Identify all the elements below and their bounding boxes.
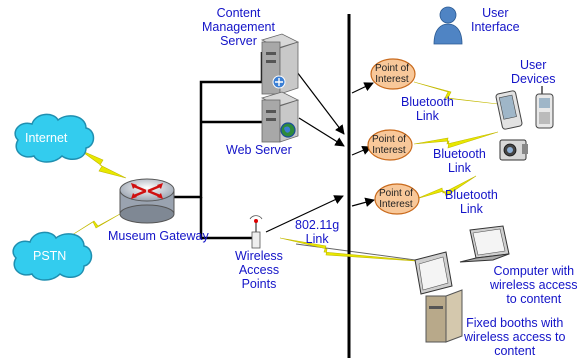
bluetooth-label-1: Bluetooth Link [401, 95, 454, 123]
bluetooth-label-3-line-2: Link [459, 202, 483, 216]
content-server-label: Content Management Server [202, 6, 275, 48]
poi-label-3-line-2: Interest [379, 199, 413, 210]
wifi-link-label-line-2: Link [305, 232, 329, 246]
computer-label-line-1: Computer with [493, 264, 575, 278]
poi-ellipse-1 [370, 58, 416, 90]
poi-arrow-1 [351, 82, 374, 94]
museum-gateway-icon [119, 178, 175, 224]
lightning-bt-2 [413, 131, 499, 149]
bluetooth-label-3: Bluetooth Link [445, 188, 498, 216]
lightning-bt-3 [415, 175, 477, 200]
laptop-icon [459, 225, 510, 263]
poi-ellipse-2 [367, 129, 413, 161]
internet-label: Internet [25, 131, 68, 145]
booth-label-line-1: Fixed booths with [466, 316, 564, 330]
bluetooth-label-2: Bluetooth Link [433, 147, 486, 175]
computer-label-line-3: to content [506, 292, 562, 306]
user-interface-label-line-2: Interface [471, 20, 520, 34]
fixed-booth-icon [414, 251, 463, 343]
poi-label-2-line-2: Interest [372, 145, 406, 156]
bluetooth-label-2-line-1: Bluetooth [433, 147, 486, 161]
poi-label-1-line-1: Point of [375, 63, 409, 74]
poi-arrow-3 [351, 197, 375, 207]
user-interface-icon [433, 6, 463, 45]
bluetooth-label-1-line-2: Link [415, 109, 439, 123]
content-server-icon [260, 33, 300, 95]
content-server-label-line-1: Content [216, 6, 261, 20]
web-server-label: Web Server [226, 143, 292, 157]
museum-gateway-label: Museum Gateway [108, 229, 209, 243]
pda-icon [495, 90, 523, 130]
server-arrow [296, 71, 345, 135]
computer-label: Computer with wireless access to content [490, 264, 578, 306]
user-devices-label: User Devices [511, 58, 555, 86]
booth-label: Fixed booths with wireless access to con… [464, 316, 565, 358]
lightning-internet [79, 149, 127, 179]
internet-cloud [14, 113, 95, 163]
poi-ellipse-3 [374, 183, 420, 215]
bluetooth-label-2-line-2: Link [447, 161, 471, 175]
wireless-ap-label: Wireless Access Points [235, 249, 283, 291]
bluetooth-label-1-line-1: Bluetooth [401, 95, 454, 109]
bluetooth-label-3-line-1: Bluetooth [445, 188, 498, 202]
web-server-icon [260, 91, 300, 143]
user-interface-label: User Interface [471, 6, 520, 34]
wifi-link-label: 802.11g Link [295, 218, 339, 246]
camcorder-icon [499, 139, 528, 161]
poi-arrow-2 [351, 145, 372, 156]
pstn-cloud [12, 231, 93, 281]
user-devices-label-line-1: User [520, 58, 547, 72]
poi-label-2: Point of Interest [372, 134, 406, 156]
wireless-ap-label-line-2: Access [238, 263, 280, 277]
wireless-ap-label-line-3: Points [241, 277, 277, 291]
webserver-arrow [298, 117, 345, 147]
booth-label-line-3: content [494, 344, 536, 358]
pstn-label: PSTN [33, 249, 67, 263]
gateway-to-server-link [172, 52, 264, 199]
content-server-label-line-2: Management [202, 20, 275, 34]
gateway-to-ap-link [199, 197, 254, 240]
content-server-label-line-3: Server [220, 34, 257, 48]
mobile-phone-icon [535, 86, 554, 129]
user-interface-label-line-1: User [482, 6, 509, 20]
ap-arrow [265, 195, 344, 233]
poi-label-2-line-1: Point of [372, 134, 406, 145]
poi-label-3-line-1: Point of [379, 188, 413, 199]
wireless-ap-label-line-1: Wireless [235, 249, 283, 263]
poi-label-1-line-2: Interest [375, 74, 409, 85]
poi-label-1: Point of Interest [375, 63, 409, 85]
user-devices-label-line-2: Devices [511, 72, 556, 86]
wifi-link-label-line-1: 802.11g [295, 218, 340, 232]
wireless-ap-icon [249, 215, 263, 249]
booth-label-line-2: wireless access to [464, 330, 566, 344]
computer-label-line-2: wireless access [490, 278, 578, 292]
poi-label-3: Point of Interest [379, 188, 413, 210]
